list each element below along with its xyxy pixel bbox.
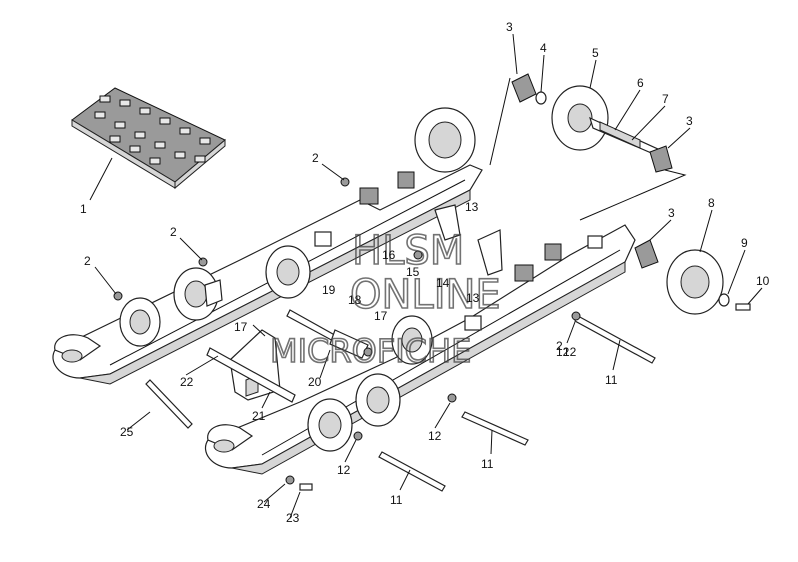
callout-12: 12 bbox=[428, 429, 442, 443]
callout-23: 23 bbox=[286, 511, 300, 525]
callout-11: 11 bbox=[605, 373, 618, 387]
callout-10: 10 bbox=[756, 274, 770, 288]
watermark-line2: ONLINE bbox=[350, 272, 501, 318]
callout-9: 9 bbox=[741, 236, 748, 250]
callout-3: 3 bbox=[686, 114, 693, 128]
callout-25: 25 bbox=[120, 425, 134, 439]
callout-19: 19 bbox=[322, 283, 336, 297]
callout-2: 2 bbox=[312, 151, 319, 165]
callout-4: 4 bbox=[540, 41, 547, 55]
callout-8: 8 bbox=[708, 196, 715, 210]
callout-7: 7 bbox=[662, 92, 669, 106]
callout-21: 21 bbox=[252, 409, 266, 423]
callout-11: 11 bbox=[481, 457, 494, 471]
callout-13: 13 bbox=[465, 200, 479, 214]
callout-15: 15 bbox=[406, 265, 420, 279]
right-rail-assembly bbox=[204, 224, 636, 475]
callout-labels: 1 2 2 2 2 3 3 3 4 5 6 7 8 9 10 11 11 11 … bbox=[80, 20, 770, 525]
callout-13: 13 bbox=[466, 291, 480, 305]
callout-17: 17 bbox=[234, 320, 248, 334]
left-rail-assembly bbox=[52, 107, 483, 385]
watermark-line3: MICROFICHE bbox=[270, 332, 471, 370]
callout-2: 2 bbox=[556, 339, 563, 353]
callout-24: 24 bbox=[257, 497, 271, 511]
callout-2: 2 bbox=[170, 225, 177, 239]
track-block-part bbox=[71, 87, 226, 190]
center-linkage bbox=[206, 204, 503, 403]
callout-12: 12 bbox=[337, 463, 351, 477]
callout-11: 11 bbox=[390, 493, 403, 507]
callout-3: 3 bbox=[668, 206, 675, 220]
callout-22: 22 bbox=[180, 375, 194, 389]
callout-18: 18 bbox=[348, 293, 362, 307]
callout-3: 3 bbox=[506, 20, 513, 34]
callout-12: 12 bbox=[556, 345, 570, 359]
callout-6: 6 bbox=[637, 76, 644, 90]
watermark-line1: HLSM bbox=[352, 228, 464, 274]
callout-20: 20 bbox=[308, 375, 322, 389]
callout-5: 5 bbox=[592, 46, 599, 60]
callout-1: 1 bbox=[80, 202, 87, 216]
cross-shafts bbox=[145, 315, 656, 492]
callout-17: 17 bbox=[374, 309, 388, 323]
watermark: HLSM ONLINE MICROFICHE bbox=[269, 227, 501, 371]
callout-12: 12 bbox=[563, 345, 577, 359]
callout-14: 14 bbox=[436, 276, 450, 290]
front-wheel-assembly bbox=[634, 239, 751, 315]
callout-2: 2 bbox=[84, 254, 91, 268]
leader-lines bbox=[89, 33, 763, 519]
rear-axle-assembly bbox=[489, 73, 687, 221]
callout-16: 16 bbox=[382, 248, 396, 262]
